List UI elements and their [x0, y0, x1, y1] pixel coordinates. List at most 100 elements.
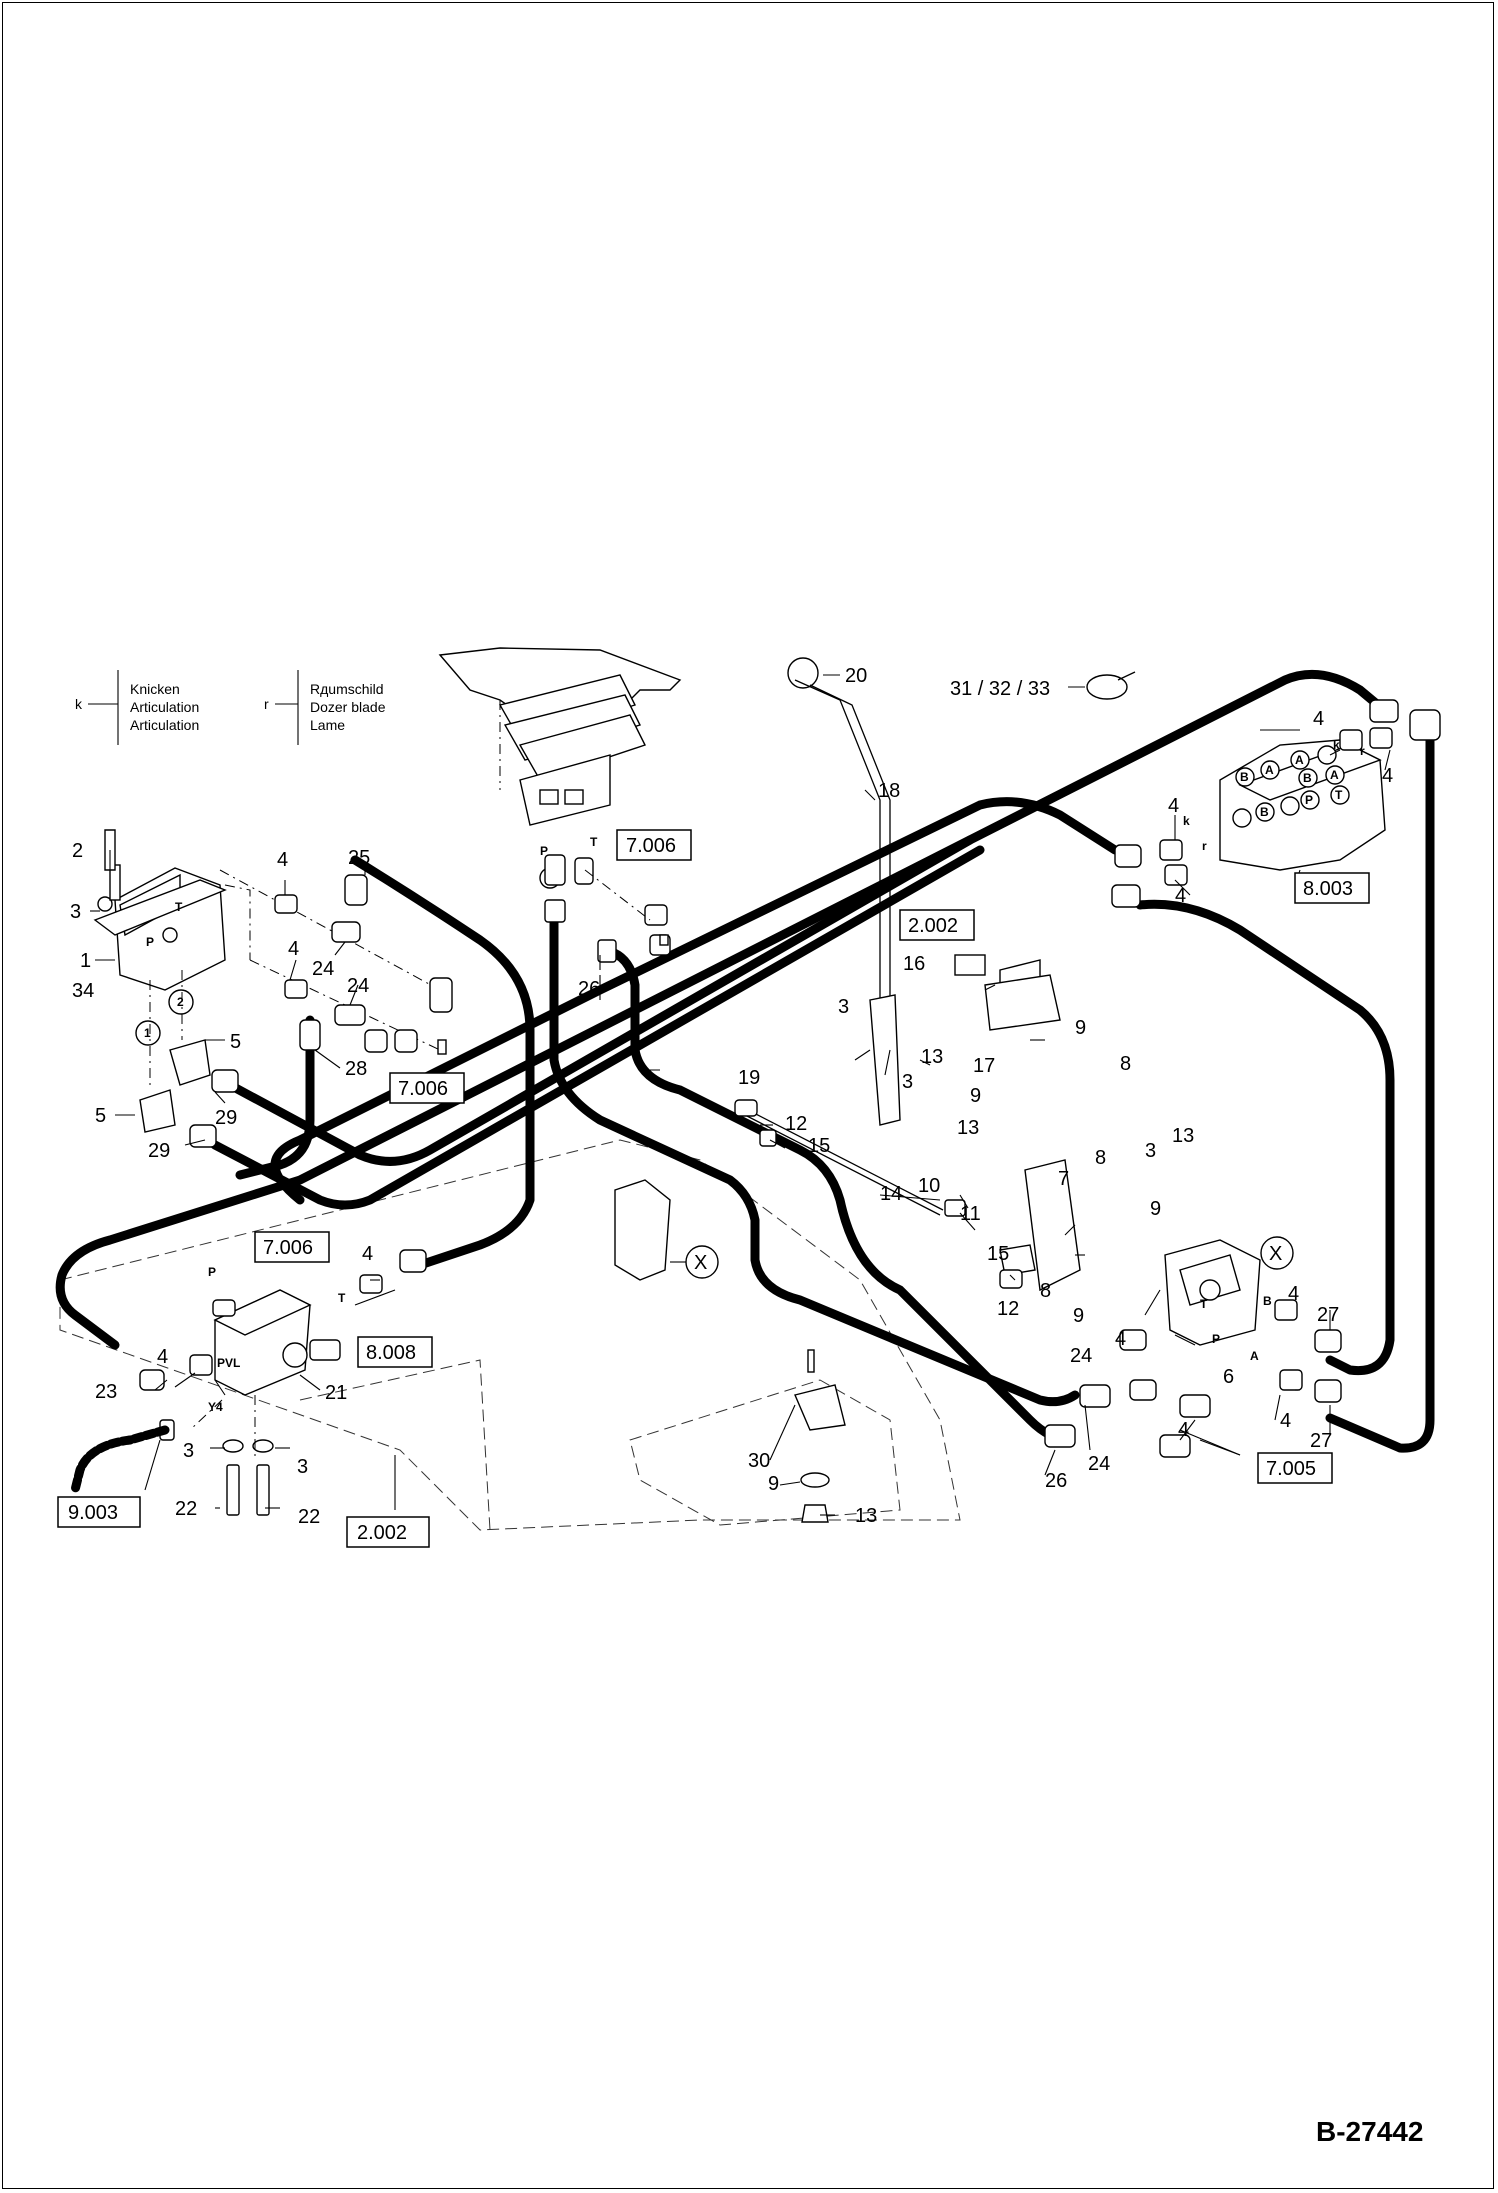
pedal-assembly — [438, 647, 682, 963]
callout-6: 6 — [1223, 1366, 1234, 1388]
port-A-valve-2: A — [1295, 753, 1304, 767]
callout-15-a: 15 — [808, 1135, 830, 1157]
port-T-valve: T — [1335, 788, 1343, 802]
callout-3-bottom-a: 3 — [183, 1440, 194, 1462]
leader-lines — [90, 674, 1391, 1516]
callout-3-bottom-b: 3 — [297, 1456, 308, 1478]
port-B-valve-3: B — [1260, 805, 1269, 819]
lever-assembly — [787, 657, 1061, 1126]
hose-27-right — [1135, 899, 1395, 1376]
callout-4-a: 4 — [277, 849, 288, 871]
right-valve-block — [1044, 1239, 1342, 1458]
legend-r-key: r — [264, 696, 269, 712]
rod-and-bracket — [734, 1099, 1081, 1292]
ref-7005: 7.005 — [1266, 1458, 1316, 1480]
callout-28: 28 — [345, 1058, 367, 1080]
ref-7006-top: 7.006 — [626, 835, 676, 857]
hose-29-upper — [225, 835, 975, 1166]
callout-4-e: 4 — [1280, 1410, 1291, 1432]
callout-3-left: 3 — [70, 901, 81, 923]
hose-28 — [235, 1015, 315, 1180]
port-letters: T P P T P T PVL Y4 T P B A k r k r B A A… — [146, 738, 1365, 1414]
callout-25: 25 — [348, 847, 370, 869]
callout-4-h: 4 — [157, 1346, 168, 1368]
callout-22-a: 22 — [175, 1498, 197, 1520]
callout-21: 21 — [325, 1382, 347, 1404]
port-T-pedal: T — [590, 835, 598, 849]
callout-13-b: 13 — [957, 1117, 979, 1139]
callout-20: 20 — [845, 665, 867, 687]
legend-k-line-3: Articulation — [130, 717, 199, 733]
callout-4-d: 4 — [1115, 1328, 1126, 1350]
left-fittings — [274, 874, 669, 1055]
callout-7: 7 — [1058, 1168, 1069, 1190]
port-B-valve-2: B — [1303, 771, 1312, 785]
callout-29-upper: 29 — [215, 1107, 237, 1129]
port-B-right: B — [1263, 1294, 1272, 1308]
hose-25 — [350, 855, 535, 1270]
port-P-left: P — [146, 935, 154, 949]
chassis-outline — [59, 1139, 961, 1531]
hose-long-1 — [55, 669, 1383, 1350]
callout-4-g: 4 — [362, 1243, 373, 1265]
callout-12-a: 12 — [785, 1113, 807, 1135]
callout-9-b: 9 — [970, 1085, 981, 1107]
callout-2: 2 — [72, 840, 83, 862]
port-P-bottom: P — [208, 1265, 216, 1279]
legend-r-line-1: Rдumschild — [310, 681, 384, 697]
port-A-right: A — [1250, 1349, 1259, 1363]
port-T-right: T — [1200, 1297, 1208, 1311]
callout-27-lower: 27 — [1310, 1430, 1332, 1452]
callout-23: 23 — [95, 1381, 117, 1403]
port-r-mid: r — [1202, 839, 1207, 853]
callout-24-b: 24 — [347, 975, 369, 997]
callout-12-b: 12 — [997, 1298, 1019, 1320]
port-B-valve-1: B — [1240, 770, 1249, 784]
callout-13-a: 13 — [921, 1046, 943, 1068]
callout-24-a: 24 — [312, 958, 334, 980]
legend-r-line-2: Dozer blade — [310, 699, 386, 715]
port-T-bottom: T — [338, 1291, 346, 1305]
callout-4-b: 4 — [288, 938, 299, 960]
x-marker-right: X — [1269, 1243, 1282, 1265]
callout-9-d: 9 — [1073, 1305, 1084, 1327]
ref-8008: 8.008 — [366, 1342, 416, 1364]
callout-1: 1 — [80, 950, 91, 972]
callout-8-c: 8 — [1040, 1280, 1051, 1302]
callout-4-c: 4 — [1288, 1283, 1299, 1305]
callout-3-right: 3 — [1145, 1140, 1156, 1162]
port-k-top: k — [1333, 738, 1340, 752]
hose-pedal-left — [549, 900, 1080, 1407]
x-marker-left: X — [694, 1252, 707, 1274]
part-callouts: 20 31 / 32 / 33 18 2 3 1 34 5 5 29 29 4 … — [70, 665, 1393, 1528]
callout-4-top-a: 4 — [1313, 708, 1324, 730]
callout-26-top: 26 — [578, 978, 600, 1000]
callout-8-b: 8 — [1095, 1147, 1106, 1169]
ref-7006-left: 7.006 — [398, 1078, 448, 1100]
callout-8-a: 8 — [1120, 1053, 1131, 1075]
callout-5-upper: 5 — [230, 1031, 241, 1053]
callout-17: 17 — [973, 1055, 995, 1077]
port-circle-1: 1 — [144, 1026, 151, 1040]
callout-5-lower: 5 — [95, 1105, 106, 1127]
callout-3-mid-b: 3 — [902, 1071, 913, 1093]
callout-4-mid-b: 4 — [1175, 885, 1186, 907]
callout-31-32-33: 31 / 32 / 33 — [950, 678, 1050, 700]
bracket-30 — [794, 1349, 846, 1523]
callout-4-top-b: 4 — [1382, 765, 1393, 787]
callout-34: 34 — [72, 980, 94, 1002]
bottom-left-valve-block — [70, 1249, 427, 1516]
callout-4-f: 4 — [1178, 1419, 1189, 1441]
ref-9003: 9.003 — [68, 1502, 118, 1524]
hydraulic-hoses — [55, 669, 1435, 1453]
reference-boxes: 7.006 7.006 7.006 2.002 8.003 8.008 7.00… — [57, 829, 1370, 1548]
ref-2002-bottom: 2.002 — [357, 1522, 407, 1544]
port-Y4: Y4 — [208, 1400, 223, 1414]
callout-16: 16 — [903, 953, 925, 975]
callout-27-upper: 27 — [1317, 1304, 1339, 1326]
callout-15-b: 15 — [987, 1243, 1009, 1265]
port-circle-2: 2 — [177, 995, 184, 1009]
callout-9-a: 9 — [1075, 1017, 1086, 1039]
callout-29-lower: 29 — [148, 1140, 170, 1162]
